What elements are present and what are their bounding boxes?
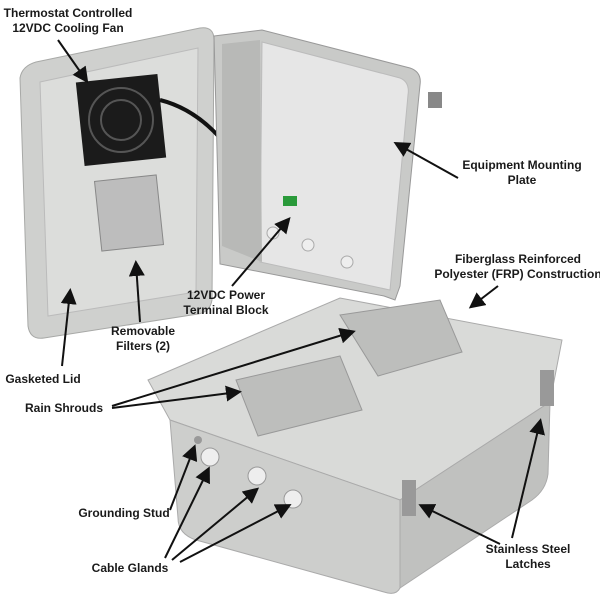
gasketed-lid-label: Gasketed Lid [5, 372, 81, 386]
rain-shroud [235, 355, 363, 437]
grounding-stud-label: Grounding Stud [78, 506, 170, 520]
rain-shroud [339, 299, 463, 377]
callout-arrows [57, 39, 545, 563]
cable-glands-label: Cable Glands [91, 561, 169, 575]
rain-shrouds-label: Rain Shrouds [24, 401, 104, 415]
filter-grille [93, 174, 165, 252]
closed-enclosure [147, 297, 563, 594]
open-enclosure-door [19, 27, 267, 339]
open-enclosure-body [213, 29, 442, 301]
terminal-block [283, 196, 297, 206]
